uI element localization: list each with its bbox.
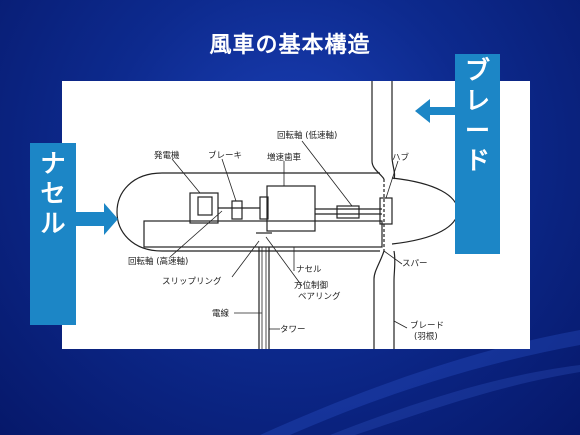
label-cable: 電線 (212, 309, 230, 319)
blade-bottom (373, 250, 396, 349)
nacelle-outline (116, 172, 380, 252)
nacelle-base (143, 220, 383, 248)
blade-callout-char: ー (464, 116, 490, 145)
label-high-speed-shaft: 回転軸 (高速軸) (128, 257, 189, 267)
blade-top (371, 81, 396, 180)
label-yaw-bearing-1: 方位制御 (294, 281, 329, 291)
nacelle-callout-char: セ (40, 179, 66, 208)
brake (231, 200, 243, 220)
label-slip-ring: スリップリング (162, 277, 222, 287)
blade-arrow (415, 99, 455, 123)
nacelle-callout-char: ル (40, 209, 66, 238)
slide-title: 風車の基本構造 (209, 33, 371, 58)
wind-turbine-diagram (116, 81, 459, 349)
label-brake: ブレーキ (208, 151, 243, 161)
blade-callout-char: ド (464, 146, 490, 175)
nacelle-arrow (76, 203, 118, 235)
label-blade-1: ブレード (410, 321, 445, 331)
label-tower: タワー (280, 325, 306, 335)
label-blade-2: (羽根) (414, 332, 438, 342)
blade-callout-char: レ (464, 86, 490, 115)
blade-callout: ブ レ ー ド (455, 54, 500, 254)
diagram-panel: 発電機 ブレーキ 増速歯車 回転軸 (低速軸) ハブ 回転軸 (高速軸) スリッ… (62, 81, 530, 349)
label-yaw-bearing-2: ベアリング (298, 292, 341, 302)
label-hub: ハブ (392, 153, 410, 163)
label-generator: 発電機 (154, 151, 180, 161)
label-low-speed-shaft: 回転軸 (低速軸) (277, 131, 338, 141)
label-nacelle: ナセル (296, 265, 322, 275)
nacelle-callout: ナ セ ル (30, 143, 76, 325)
nacelle-callout-char: ナ (40, 149, 66, 178)
blade-callout-char: ブ (464, 56, 490, 85)
label-gearbox: 増速歯車 (267, 153, 302, 163)
label-spar: スパー (402, 259, 428, 269)
